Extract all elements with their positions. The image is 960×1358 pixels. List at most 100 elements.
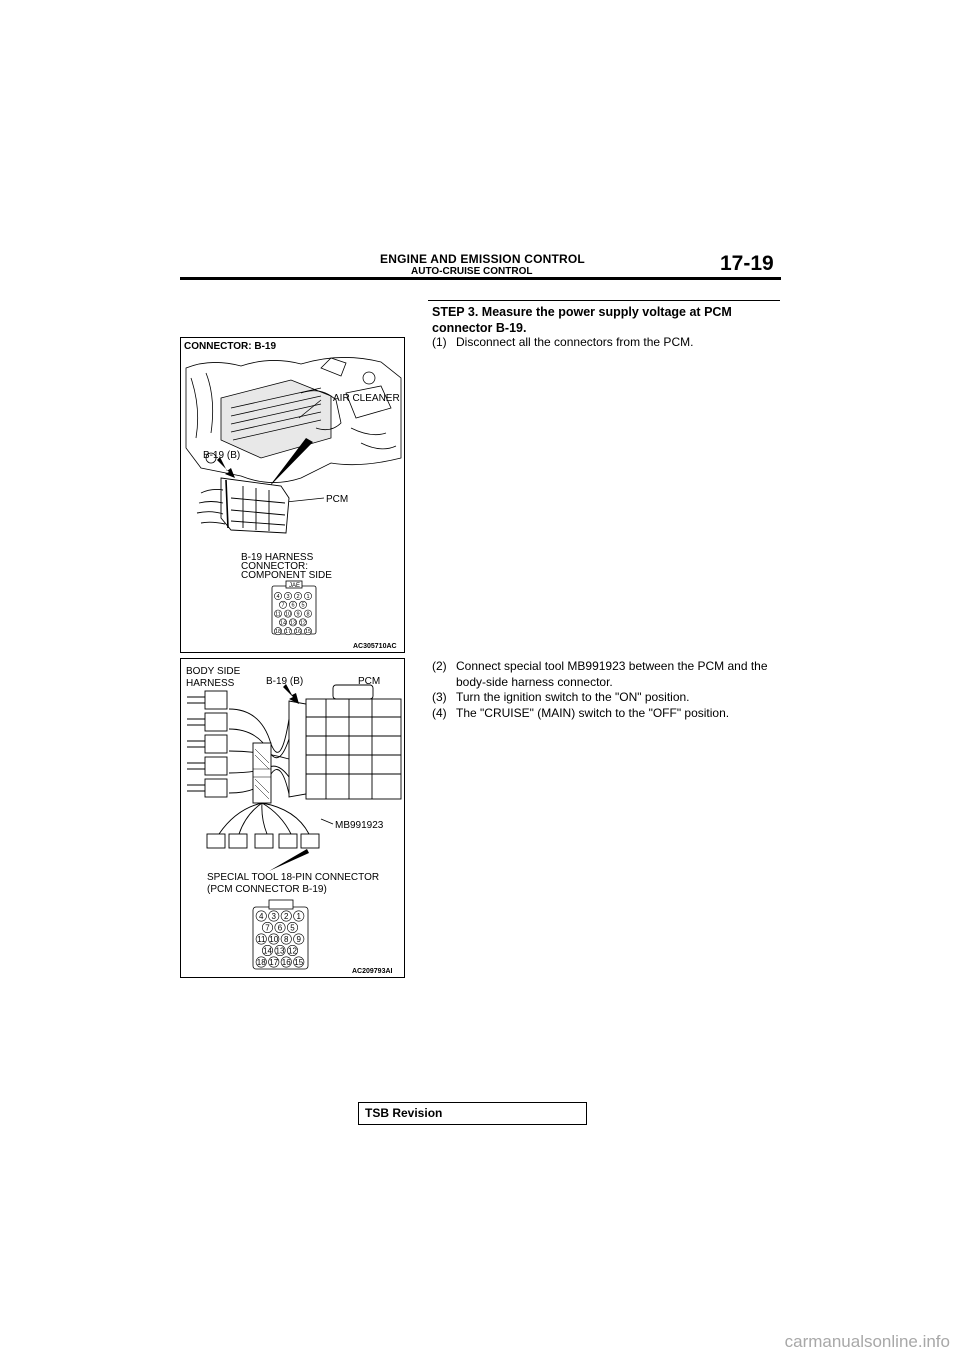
connector-pin-label: 11	[257, 935, 266, 944]
connector-pin	[293, 956, 305, 968]
header-rule	[180, 277, 781, 280]
connector-pin	[304, 627, 312, 636]
step-item-number: (4)	[432, 705, 447, 720]
connector-pin-label: 2	[284, 912, 289, 921]
step-item-text: Connect special tool MB991923 between th…	[456, 659, 768, 673]
connector-pin	[287, 944, 299, 956]
connector-pin	[274, 627, 282, 636]
step-item-number: (2)	[432, 659, 447, 673]
label-harness-3: COMPONENT SIDE	[241, 570, 332, 581]
connector-pin	[294, 609, 302, 618]
step-rule	[428, 300, 780, 301]
connector-pin	[255, 933, 267, 945]
tool-connector	[254, 833, 274, 849]
connector-pin	[280, 956, 292, 968]
connector-pin-label: 5	[301, 603, 304, 609]
connector-pin	[299, 600, 307, 609]
connector-pin-label: 15	[305, 629, 311, 635]
connector-pin	[279, 618, 287, 627]
connector-pin-label: 3	[286, 594, 289, 600]
connector-pin-label: 13	[290, 620, 296, 626]
connector-pin-label: 16	[295, 629, 301, 635]
connector-pin	[262, 921, 274, 933]
connector-pin	[268, 933, 280, 945]
step-item-text: The "CRUISE" (MAIN) switch to the "OFF" …	[456, 705, 730, 720]
body-side-connector	[204, 712, 228, 732]
connector-pin-label: 10	[269, 935, 278, 944]
connector-pin	[304, 592, 312, 600]
step-item-number: (3)	[432, 690, 447, 704]
connector-pin-label: 16	[282, 958, 291, 967]
connector-pin-label: 8	[306, 612, 309, 618]
label-body-1: BODY SIDE	[186, 666, 241, 677]
connector-pin-label: 6	[278, 923, 283, 932]
connector-pin	[262, 944, 274, 956]
section-title: ENGINE AND EMISSION CONTROL	[380, 252, 585, 266]
body-side-wire	[187, 696, 205, 704]
step-item-continuation: body-side harness connector.	[456, 674, 613, 689]
label-pcm: PCM	[358, 676, 380, 687]
body-side-wire	[187, 718, 205, 726]
watermark: carmanualsonline.info	[784, 1332, 950, 1351]
connector-pin-label: 5	[290, 923, 295, 932]
connector-pin	[284, 609, 292, 618]
connector-pin	[268, 956, 280, 968]
step-items-continued: (2) Connect special tool MB991923 between…	[432, 659, 784, 721]
connector-pin	[255, 910, 267, 922]
connector-pin	[299, 618, 307, 627]
connector-pin	[280, 910, 292, 922]
label-special-2: (PCM CONNECTOR B-19)	[207, 884, 327, 895]
step-item-1: (1)Disconnect all the connectors from th…	[432, 335, 782, 351]
connector-pin	[284, 592, 292, 600]
step-item-4: (4) The "CRUISE" (MAIN) switch to the "OF…	[432, 706, 784, 722]
tool-connector	[300, 833, 320, 849]
connector-pin-label: 7	[281, 603, 284, 609]
connector-pin-label: 11	[275, 612, 281, 618]
connector-pin-label: 1	[297, 912, 302, 921]
connector-pin	[294, 592, 302, 600]
connector-pin-label: 18	[275, 629, 281, 635]
connector-pin	[280, 933, 292, 945]
label-jae: JAE	[289, 583, 300, 589]
connector-pin-label: 8	[284, 935, 289, 944]
step-item-text: Turn the ignition switch to the "ON" pos…	[456, 690, 690, 704]
connector-pin-label: 7	[265, 923, 270, 932]
label-connector: CONNECTOR: B-19	[184, 341, 276, 352]
connector-pin-label: 4	[259, 912, 264, 921]
body-side-wire	[187, 762, 205, 770]
connector-pin	[268, 910, 280, 922]
connector-pin-label: 6	[291, 603, 294, 609]
connector-pin	[274, 944, 286, 956]
connector-pin-label: 1	[306, 594, 309, 600]
label-pcm: PCM	[326, 494, 348, 505]
connector-pin	[274, 921, 286, 933]
connector-pin-label: 17	[285, 629, 291, 635]
connector-pin	[274, 592, 282, 600]
connector-pin	[279, 600, 287, 609]
connector-pin	[294, 627, 302, 636]
body-side-connector	[204, 756, 228, 776]
tsb-revision-box: TSB Revision	[358, 1102, 587, 1125]
page-number: 17-19	[720, 252, 774, 275]
step-item-2: (2) Connect special tool MB991923 between…	[432, 659, 784, 675]
label-body-2: HARNESS	[186, 678, 235, 689]
connector-pin-label: 17	[269, 958, 278, 967]
connector-pin-label: 3	[272, 912, 277, 921]
connector-pin-label: 18	[257, 958, 266, 967]
body-side-connector	[204, 734, 228, 754]
connector-pin-label: 10	[285, 612, 291, 618]
label-air-cleaner: AIR CLEANER	[333, 393, 400, 404]
connector-pin-label: 9	[296, 612, 299, 618]
connector-pin	[289, 618, 297, 627]
label-harness-2: CONNECTOR:	[241, 561, 308, 572]
tool-connector	[206, 833, 226, 849]
connector-pin-label: 12	[300, 620, 306, 626]
body-side-wire	[187, 784, 205, 792]
figure-code: AC209793AI	[352, 968, 393, 975]
step-item-3: (3) Turn the ignition switch to the "ON" …	[432, 690, 784, 706]
connector-pin-label: 13	[276, 946, 285, 955]
connector-pin	[284, 627, 292, 636]
